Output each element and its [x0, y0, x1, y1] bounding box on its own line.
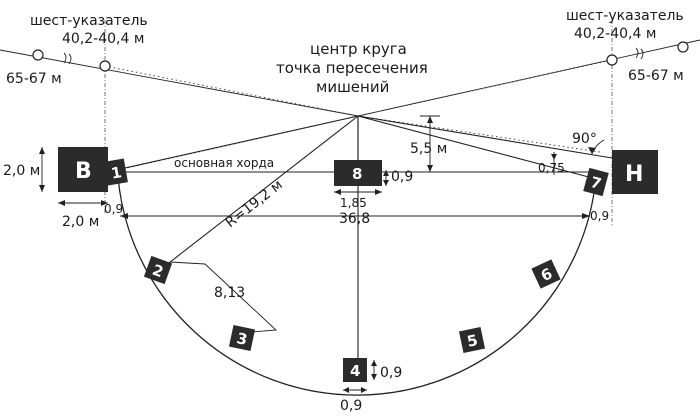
right-offset-label: 0,9: [590, 209, 609, 223]
center-to-station1: [124, 115, 359, 169]
station-5: [458, 326, 486, 354]
right-pointer-pole-near: [606, 54, 618, 66]
left-pointer-label: шест-указатель: [30, 13, 148, 29]
title-line2: точка пересечения: [276, 59, 428, 77]
station4-height-arrow-top: [371, 360, 377, 366]
diameter-arrow-left: [120, 213, 128, 219]
field-arc: [117, 176, 597, 396]
house-b-width-label: 2,0 м: [62, 214, 99, 230]
left-pointer-pole-near: [99, 60, 111, 72]
station-1: [104, 158, 128, 186]
station4-height-arrow-bottom: [371, 374, 377, 380]
station4-height-label: 0,9: [380, 365, 402, 381]
station8-width-arrow-left: [334, 189, 341, 195]
station-4-label: 4: [350, 362, 360, 380]
station7-offset-arrow: [551, 154, 557, 160]
left-pointer-far: 65-67 м: [6, 71, 62, 87]
station-4: [343, 358, 367, 382]
house-b: [58, 147, 108, 192]
left-pointer-line: [0, 49, 359, 117]
right-pointer-far: 65-67 м: [628, 68, 684, 84]
house-b-width-arrow-left: [58, 200, 65, 206]
station-7: [583, 167, 609, 197]
left-break-mark: [63, 52, 72, 65]
angle-arrow: [588, 147, 596, 154]
station8-offset-label: 0,9: [391, 169, 413, 185]
station4-width-arrow-left: [343, 387, 349, 393]
station8-offset-arrow-top: [383, 170, 389, 176]
station-3-label: 3: [235, 329, 249, 349]
house-b-label: В: [75, 159, 92, 184]
center-to-station2: [164, 115, 359, 267]
station2-distance-leader: [169, 261, 278, 333]
house-b-height-arrow-top: [39, 147, 45, 154]
diameter-label: 36,8: [339, 211, 370, 227]
house-h-label: Н: [625, 162, 643, 187]
station-3: [228, 324, 256, 352]
title-line1: центр круга: [310, 40, 407, 58]
left-offset-label: 0,9: [104, 202, 123, 216]
station-2: [143, 255, 173, 285]
diameter-arrow-right: [582, 213, 590, 219]
station-1-label: 1: [110, 163, 123, 183]
angle-label: 90°: [572, 131, 597, 147]
center-height-label: 5,5 м: [410, 141, 447, 157]
center-to-station7: [357, 115, 601, 181]
station7-offset-label: 0,75: [538, 161, 565, 175]
house-b-width-arrow-right: [101, 200, 108, 206]
house-h: [612, 150, 658, 194]
station4-width-arrow-right: [361, 387, 367, 393]
right-pointer-range: 40,2-40,4 м: [574, 26, 656, 42]
house-b-height-label: 2,0 м: [3, 163, 40, 179]
radius-label: R=19,2 м: [223, 177, 286, 231]
station8-offset-arrow-bottom: [383, 180, 389, 186]
station-8-label: 8: [352, 165, 362, 183]
title-line3: мишений: [316, 78, 389, 96]
center-height-arrow-top: [427, 116, 433, 123]
center-height-arrow-bottom: [427, 165, 433, 172]
right-pointer-label: шест-указатель: [566, 8, 684, 24]
station-5-label: 5: [465, 331, 479, 351]
station4-width-label: 0,9: [340, 398, 362, 414]
dotted-line-right-b: [357, 59, 613, 117]
station-7-label: 7: [589, 173, 604, 193]
station2-distance-label: 8,13: [214, 285, 245, 301]
station-6: [531, 259, 561, 289]
station-8: [334, 160, 382, 186]
right-pointer-pole-far: [677, 41, 689, 53]
station8-width-arrow-right: [375, 189, 382, 195]
left-pointer-pole-far: [32, 49, 44, 61]
center-to-house-h: [357, 115, 613, 159]
station8-width-label: 1,85: [340, 196, 367, 210]
main-chord-label: основная хорда: [174, 156, 274, 170]
left-pointer-range: 40,2-40,4 м: [62, 31, 144, 47]
right-break-mark: [635, 47, 644, 60]
house-b-height-arrow-bottom: [39, 185, 45, 192]
dotted-line-right: [357, 115, 601, 153]
